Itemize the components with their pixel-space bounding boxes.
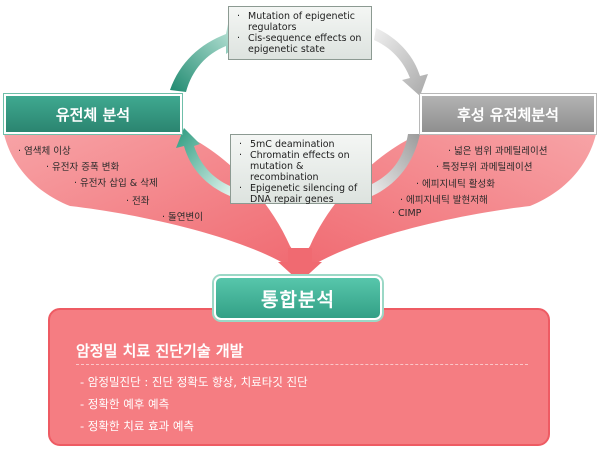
epigenome-list-item: · 특정부위 과메틸레이션 bbox=[436, 162, 533, 173]
top-note-item: Cis-sequence effects on epigenetic state bbox=[237, 33, 365, 55]
genome-list-item: · 유전자 삽입 & 삭제 bbox=[74, 178, 158, 189]
result-panel-divider bbox=[76, 364, 528, 365]
middle-note-item: 5mC deamination bbox=[239, 139, 365, 150]
cycle-arrow-upper-right bbox=[374, 28, 428, 96]
result-panel: 암정밀 치료 진단기술 개발 - 암정밀진단 : 진단 정확도 향상, 치료타깃… bbox=[48, 308, 550, 446]
cycle-arrow-lower-left bbox=[176, 128, 230, 196]
down-arrow bbox=[278, 248, 322, 282]
epigenome-analysis-title: 후성 유전체분석 bbox=[457, 105, 559, 124]
integrated-analysis-box: 통합분석 bbox=[214, 276, 382, 320]
cycle-arrow-lower-right bbox=[372, 134, 420, 196]
result-panel-item: - 정확한 예후 예측 bbox=[80, 397, 170, 411]
epigenome-funnel bbox=[298, 134, 596, 268]
genome-list-item: · 유전자 증폭 변화 bbox=[46, 162, 120, 173]
top-note-item: Mutation of epigenetic regulators bbox=[237, 11, 365, 33]
result-panel-item: - 암정밀진단 : 진단 정확도 향상, 치료타깃 진단 bbox=[80, 375, 308, 389]
genome-analysis-title: 유전체 분석 bbox=[55, 105, 131, 124]
epigenome-list-item: · CIMP bbox=[392, 208, 422, 219]
epigenome-list-item: · 넓은 범위 과메틸레이션 bbox=[448, 146, 548, 157]
integrated-analysis-title: 통합분석 bbox=[261, 288, 335, 311]
top-mechanism-note: Mutation of epigenetic regulators Cis-se… bbox=[228, 6, 372, 60]
epigenome-list-item: · 에피지네틱 발현저해 bbox=[400, 195, 488, 206]
genome-list-item: · 전좌 bbox=[126, 196, 150, 207]
middle-note-item: Chromatin effects on mutation & recombin… bbox=[239, 150, 365, 183]
genome-list-item: · 염색체 이상 bbox=[18, 146, 71, 157]
genome-funnel bbox=[4, 134, 302, 268]
epigenome-analysis-header: 후성 유전체분석 bbox=[420, 94, 596, 134]
cycle-arrow-upper-left bbox=[170, 24, 242, 92]
middle-mechanism-note: 5mC deamination Chromatin effects on mut… bbox=[230, 134, 372, 205]
epigenome-list-item: · 에피지네틱 활성화 bbox=[416, 179, 495, 190]
genome-analysis-header: 유전체 분석 bbox=[4, 94, 182, 134]
genome-list-item: · 돌연변이 bbox=[162, 212, 203, 223]
result-panel-item: - 정확한 치료 효과 예측 bbox=[80, 419, 194, 433]
middle-note-item: Epigenetic silencing of DNA repair genes bbox=[239, 183, 365, 205]
result-panel-title: 암정밀 치료 진단기술 개발 bbox=[76, 342, 244, 360]
